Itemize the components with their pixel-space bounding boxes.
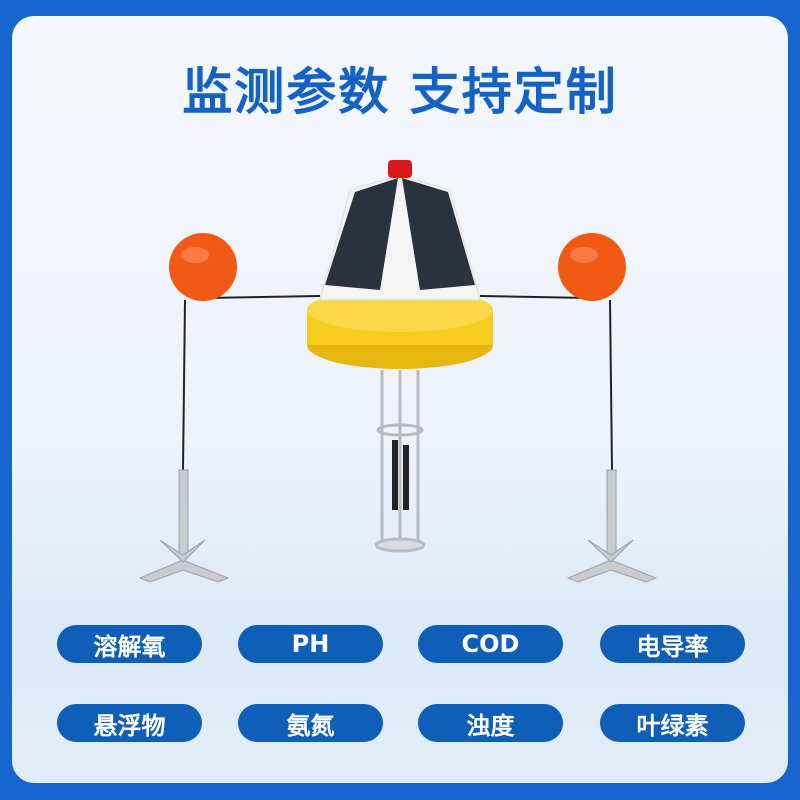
warning-light [388,160,412,178]
left-anchor [138,469,230,583]
parameter-pill: 悬浮物 [57,704,202,742]
parameter-pill: 叶绿素 [600,704,745,742]
solar-panel [402,178,475,290]
page-title: 监测参数 支持定制 [182,63,618,121]
sensor-cage [374,370,426,553]
parameter-pill: COD [418,625,563,663]
parameter-pill: 浊度 [418,704,563,742]
parameter-pill: 氨氮 [238,704,383,742]
parameter-pill: PH [238,625,383,663]
parameter-pill: 溶解氧 [57,625,202,663]
parameter-pill: 电导率 [600,625,745,663]
solar-panel [325,178,398,290]
right-anchor [566,469,658,583]
buoy-product-image [138,160,658,583]
right-float [558,233,626,301]
left-float [169,233,237,301]
